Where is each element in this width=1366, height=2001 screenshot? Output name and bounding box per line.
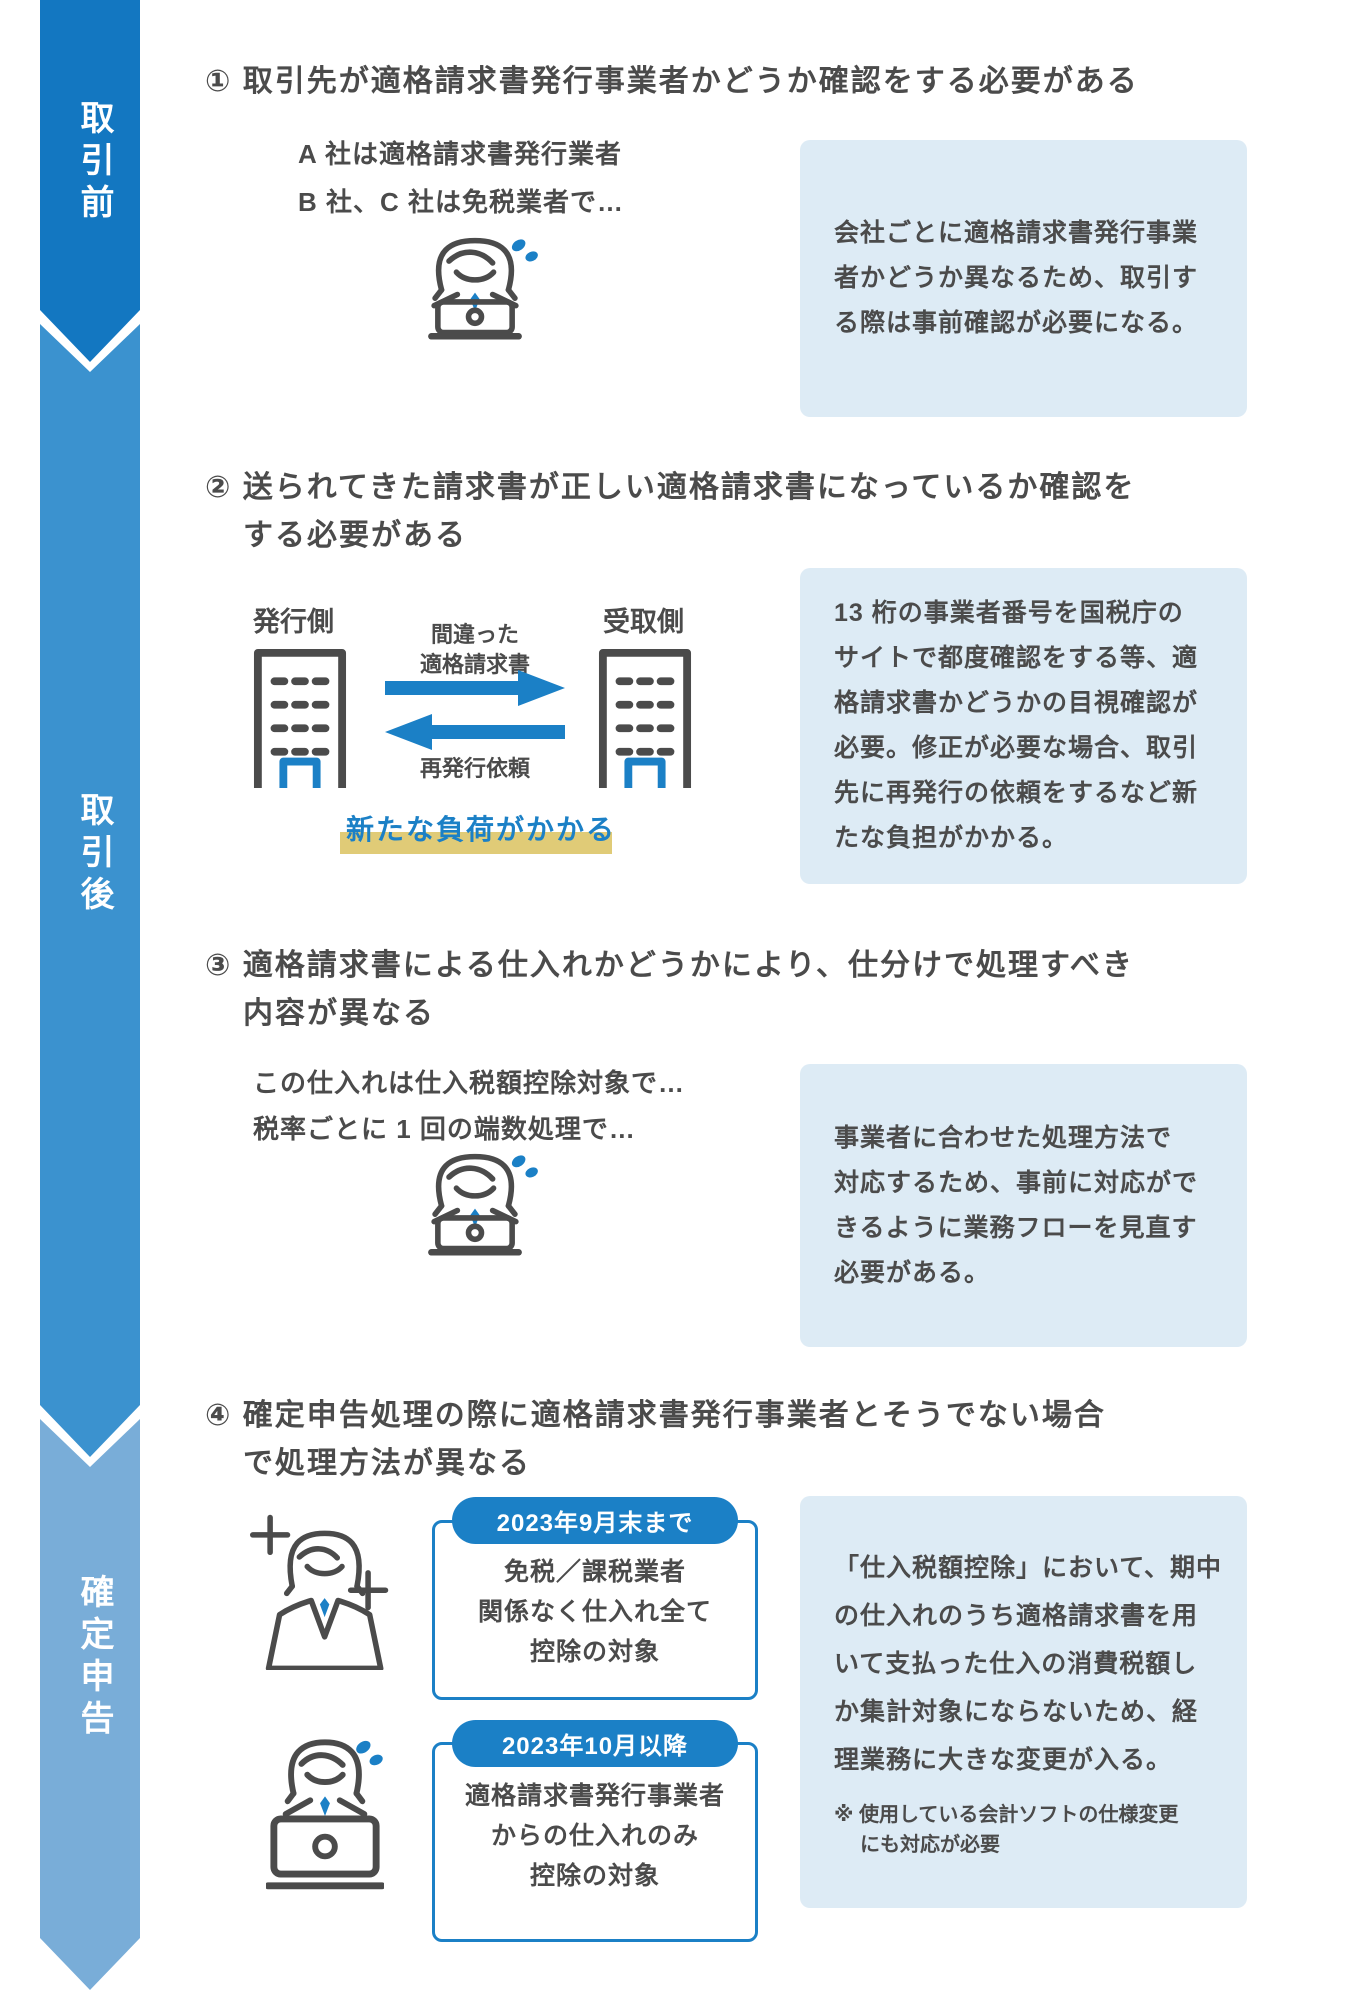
info-line: 13 桁の事業者番号を国税庁の: [834, 599, 1184, 627]
period-badge-after-oct2023: 2023年10月以降: [452, 1720, 738, 1767]
info-line: 会社ごとに適格請求書発行事業: [834, 219, 1199, 247]
period2-line3: 控除の対象: [529, 1862, 660, 1890]
timeline-arrow-after-transaction: [40, 324, 140, 1457]
section3-thought-line1: この仕入れは仕入税額控除対象で…: [253, 1068, 686, 1098]
timeline-arrow-tax-return: [40, 1419, 140, 1990]
receiver-label: 受取側: [603, 607, 684, 637]
info-line: 先に再発行の依頼をするなど新: [834, 779, 1199, 807]
section4-heading-line2: で処理方法が異なる: [243, 1447, 531, 1480]
timeline-arrow-before-transaction: [40, 0, 140, 362]
section3-thought-line2: 税率ごとに 1 回の端数処理で…: [253, 1114, 636, 1144]
happy-woman-icon: [248, 1512, 406, 1670]
info-line: 者かどうか異なるため、取引す: [834, 264, 1199, 292]
burden-note-text: 新たな負荷がかかる: [346, 814, 617, 845]
stage-label-tax-return: 確定申告: [75, 1574, 113, 1742]
info-line: 事業者に合わせた処理方法で: [834, 1123, 1173, 1152]
info-line: いて支払った仕入の消費税額し: [834, 1650, 1198, 1678]
section4-heading-line1: ④ 確定申告処理の際に適格請求書発行事業者とそうでない場合: [205, 1399, 1106, 1432]
section2-heading-line2: する必要がある: [243, 519, 467, 552]
info-line: サイトで都度確認をする等、適: [834, 644, 1199, 672]
right-arrow-icon: [385, 670, 565, 706]
section3-info-box: 事業者に合わせた処理方法で 対応するため、事前に対応がで きるように業務フローを…: [800, 1064, 1247, 1347]
section1-thought-text: A 社は適格請求書発行業者 B 社、C 社は免税業者で…: [298, 130, 624, 226]
section2-heading-line1: ② 送られてきた請求書が正しい適格請求書になっているか確認を: [205, 471, 1136, 504]
period-badge-before-oct2023: 2023年9月末まで: [452, 1497, 738, 1544]
section1-thought-line1: A 社は適格請求書発行業者: [298, 139, 623, 169]
section1-thought-line2: B 社、C 社は免税業者で…: [298, 187, 625, 217]
worried-woman-laptop-icon: [410, 1152, 540, 1256]
section4-note: ※ 使用している会計ソフトの仕様変更 にも対応が必要: [834, 1800, 1213, 1860]
info-line: か集計対象にならないため、経: [834, 1698, 1199, 1726]
left-arrow-icon: [385, 714, 565, 750]
period-content-before-oct2023: 免税／課税業者 関係なく仕入れ全て 控除の対象: [432, 1552, 758, 1672]
info-line: の仕入れのうち適格請求書を用: [834, 1602, 1199, 1630]
period1-line3: 控除の対象: [529, 1638, 660, 1666]
period2-line1: 適格請求書発行事業者: [464, 1782, 725, 1810]
stage-label-before-transaction: 取引前: [75, 100, 113, 226]
period1-line1: 免税／課税業者: [503, 1558, 686, 1586]
info-line: 格請求書かどうかの目視確認が: [834, 689, 1199, 717]
section4-info-box: 「仕入税額控除」において、期中 の仕入れのうち適格請求書を用 いて支払った仕入の…: [800, 1496, 1247, 1908]
worried-woman-laptop-icon: [410, 236, 540, 340]
issuer-label: 発行側: [253, 607, 334, 637]
info-line: たな負担がかかる。: [834, 824, 1069, 852]
period1-line2: 関係なく仕入れ全て: [477, 1598, 712, 1626]
issuer-building-icon: [251, 646, 349, 788]
section2-info-box: 13 桁の事業者番号を国税庁の サイトで都度確認をする等、適 格請求書かどうかの…: [800, 568, 1247, 884]
info-line: きるように業務フローを見直す: [834, 1213, 1198, 1242]
info-line: 「仕入税額控除」において、期中: [834, 1554, 1223, 1582]
info-line: 対応するため、事前に対応がで: [834, 1168, 1199, 1197]
wrong-invoice-caption: 間違った 適格請求書: [385, 620, 565, 680]
period2-line2: からの仕入れのみ: [490, 1822, 699, 1850]
section3-heading-line2: 内容が異なる: [243, 997, 435, 1030]
section1-heading: ① 取引先が適格請求書発行事業者かどうか確認をする必要がある: [205, 65, 1139, 98]
info-line: る際は事前確認が必要になる。: [834, 309, 1199, 337]
wrong-invoice-line1: 間違った: [430, 622, 519, 647]
note-line2: にも対応が必要: [860, 1834, 1000, 1856]
note-line1: ※ 使用している会計ソフトの仕様変更: [834, 1804, 1179, 1826]
info-line: 必要がある。: [834, 1258, 991, 1287]
section1-info-box: 会社ごとに適格請求書発行事業 者かどうか異なるため、取引す る際は事前確認が必要…: [800, 140, 1247, 417]
stage-label-after-transaction: 取引後: [75, 792, 113, 918]
section3-heading-line1: ③ 適格請求書による仕入れかどうかにより、仕分けで処理すべき: [205, 949, 1134, 982]
wrong-invoice-line2: 適格請求書: [419, 652, 530, 677]
info-line: 必要。修正が必要な場合、取引: [834, 734, 1199, 762]
burden-highlight-bar: [340, 832, 612, 854]
receiver-building-icon: [596, 646, 694, 788]
worried-woman-laptop-icon: [266, 1738, 384, 1896]
period-content-after-oct2023: 適格請求書発行事業者 からの仕入れのみ 控除の対象: [432, 1776, 758, 1896]
section3-thought-text: この仕入れは仕入税額控除対象で… 税率ごとに 1 回の端数処理で…: [253, 1060, 685, 1152]
info-line: 理業務に大きな変更が入る。: [834, 1746, 1173, 1774]
reissue-request-caption: 再発行依頼: [419, 756, 530, 781]
